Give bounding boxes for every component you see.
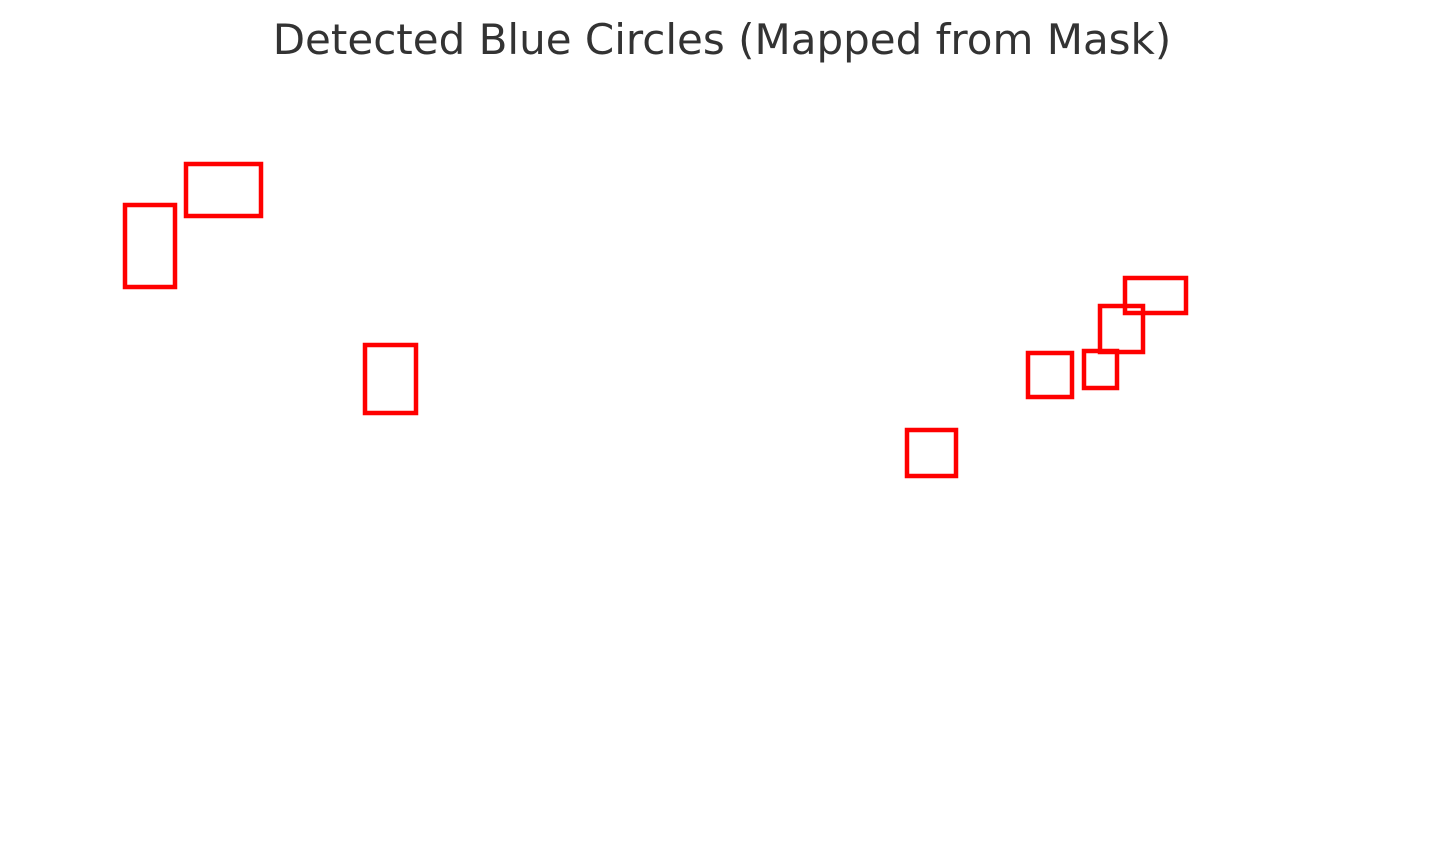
detection-box-3 xyxy=(362,342,419,416)
detection-box-1 xyxy=(122,202,178,290)
detection-box-6 xyxy=(1081,348,1120,391)
detection-box-5 xyxy=(1025,350,1075,400)
detection-box-2 xyxy=(183,161,264,219)
detection-box-4 xyxy=(904,427,959,479)
detection-box-7 xyxy=(1097,303,1146,355)
figure-title: Detected Blue Circles (Mapped from Mask) xyxy=(272,15,1172,64)
detection-box-8 xyxy=(1122,275,1189,316)
detection-boxes xyxy=(122,161,1189,479)
